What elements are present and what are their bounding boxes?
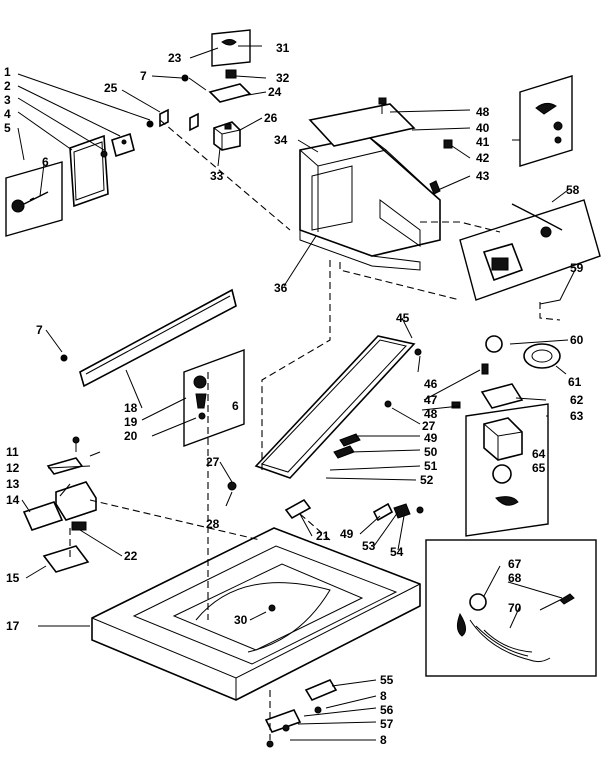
callout-53: 53 — [362, 539, 376, 553]
callout-55: 55 — [380, 673, 394, 687]
callout-18: 18 — [124, 401, 138, 415]
callout-42: 42 — [476, 151, 490, 165]
callout-64: 64 — [532, 447, 546, 461]
lid-lock-kit-box — [519, 75, 573, 167]
callout-7: 7 — [140, 69, 147, 83]
callout-27: 27 — [206, 455, 220, 469]
callout-1: 1 — [4, 65, 11, 79]
callout-8: 8 — [380, 733, 387, 747]
callout-27: 27 — [422, 419, 436, 433]
lid-switch-assembly — [5, 120, 154, 237]
callout-30: 30 — [234, 613, 248, 627]
callout-4: 4 — [4, 107, 11, 121]
callout-70: 70 — [508, 601, 522, 615]
callout-49: 49 — [424, 431, 438, 445]
callout-7: 7 — [36, 323, 43, 337]
callout-63: 63 — [570, 409, 584, 423]
bottom-hinge-hardware — [264, 678, 338, 748]
callout-8: 8 — [380, 689, 387, 703]
callout-40: 40 — [476, 121, 490, 135]
latch-hardware — [227, 433, 424, 522]
callout-56: 56 — [380, 703, 394, 717]
callout-49: 49 — [340, 527, 354, 541]
callout-48: 48 — [424, 407, 438, 421]
callout-67: 67 — [508, 557, 522, 571]
callout-22: 22 — [124, 549, 138, 563]
callout-43: 43 — [476, 169, 490, 183]
callout-46: 46 — [424, 377, 438, 391]
callout-34: 34 — [274, 133, 288, 147]
callout-58: 58 — [566, 183, 580, 197]
callout-15: 15 — [6, 571, 20, 585]
callout-57: 57 — [380, 717, 394, 731]
callout-28: 28 — [206, 517, 220, 531]
callout-17: 17 — [6, 619, 20, 633]
callout-61: 61 — [568, 375, 582, 389]
timer-kit-box — [459, 199, 601, 301]
control-housing — [299, 103, 441, 271]
callout-59: 59 — [570, 261, 584, 275]
callout-3: 3 — [4, 93, 11, 107]
callout-47: 47 — [424, 393, 438, 407]
callout-60: 60 — [570, 333, 584, 347]
callout-68: 68 — [508, 571, 522, 585]
callout-25: 25 — [104, 81, 118, 95]
callout-19: 19 — [124, 415, 138, 429]
callout-14: 14 — [6, 493, 20, 507]
callout-41: 41 — [476, 135, 490, 149]
callout-54: 54 — [390, 545, 404, 559]
lower-left-switch-group — [22, 436, 97, 573]
upper-fasteners — [378, 97, 453, 195]
callout-23: 23 — [168, 51, 182, 65]
switch-bracket-assembly — [159, 29, 262, 151]
callout-5: 5 — [4, 121, 11, 135]
callout-12: 12 — [6, 461, 20, 475]
callout-6: 6 — [232, 399, 239, 413]
callout-24: 24 — [268, 85, 282, 99]
callout-numbers: 1 2 3 4 5 6 7 7 6 8 8 11 12 13 14 15 17 … — [4, 41, 584, 747]
callout-26: 26 — [264, 111, 278, 125]
callout-33: 33 — [210, 169, 224, 183]
callout-36: 36 — [274, 281, 288, 295]
callout-52: 52 — [420, 473, 434, 487]
assembly-lines — [69, 119, 561, 740]
callout-62: 62 — [570, 393, 584, 407]
callout-65: 65 — [532, 461, 546, 475]
lid-frame — [254, 335, 422, 479]
callout-45: 45 — [396, 311, 410, 325]
hinge-bar — [60, 288, 237, 388]
callout-20: 20 — [124, 429, 138, 443]
callout-6: 6 — [42, 155, 49, 169]
callout-50: 50 — [424, 445, 438, 459]
callout-13: 13 — [6, 477, 20, 491]
pump-motor-group — [451, 335, 561, 537]
callout-21: 21 — [316, 529, 330, 543]
callout-32: 32 — [276, 71, 290, 85]
callout-31: 31 — [276, 41, 290, 55]
callout-51: 51 — [424, 459, 438, 473]
actuator-kit-box — [183, 348, 245, 448]
callout-48: 48 — [476, 105, 490, 119]
callout-2: 2 — [4, 79, 11, 93]
callout-11: 11 — [6, 445, 19, 459]
leader-lines — [17, 47, 577, 741]
washer-top-panel — [91, 527, 421, 701]
wiring-harness-inset — [425, 539, 597, 677]
